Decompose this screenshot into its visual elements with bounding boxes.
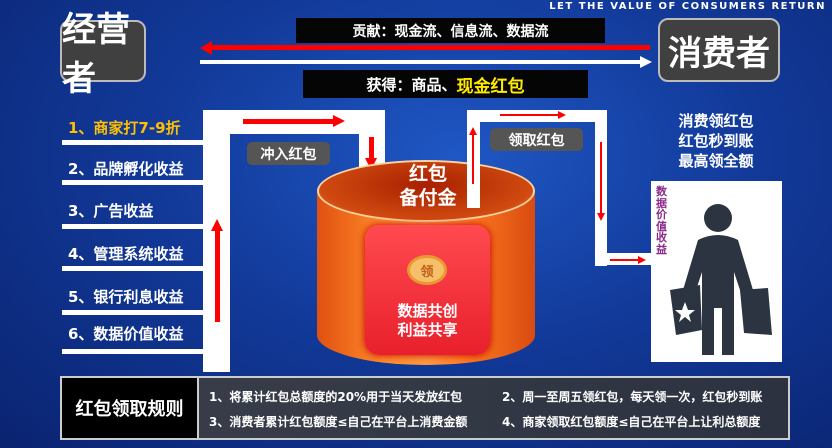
envelope-text-2: 利益共享 (397, 321, 458, 339)
divider (62, 310, 205, 315)
divider (62, 224, 205, 229)
flow-arrow (243, 119, 335, 124)
rule-item: 1、将累计红包总额度的20%用于当天发放红包 (209, 390, 463, 404)
flow-arrow (610, 259, 640, 261)
consumer-benefits: 消费领红包 红包秒到账 最高领全额 (668, 111, 764, 171)
revenue-item: 3、广告收益 (68, 202, 154, 220)
claim-label: 领取红包 (490, 128, 583, 151)
coin-icon: 领 (407, 255, 447, 285)
arrow-down-icon (597, 213, 605, 221)
flow-arrow (500, 114, 560, 116)
arrow-right-icon (638, 256, 646, 264)
revenue-item: 6、数据价值收益 (68, 325, 184, 343)
arrow-right-icon (640, 56, 652, 68)
envelope-text-1: 数据共创 (397, 302, 458, 320)
arrow-right-icon (333, 115, 345, 127)
revenue-item: 4、管理系统收益 (68, 245, 184, 263)
rules-panel: 红包领取规则 1、将累计红包总额度的20%用于当天发放红包 2、周一至周五领红包… (60, 376, 790, 440)
pool-top (317, 160, 535, 222)
rule-item: 4、商家领取红包额度≤自己在平台上让利总额度 (502, 415, 761, 429)
arrow-left-icon (200, 41, 212, 55)
flow-arrow (215, 230, 220, 322)
revenue-item: 2、品牌孵化收益 (68, 160, 184, 178)
obtain-arrow (200, 60, 640, 64)
benefit: 消费领红包 (678, 112, 754, 130)
obtain-prefix: 获得：商品、 (366, 75, 457, 94)
merchant-box: 经营者 (60, 10, 146, 99)
pool-title-1: 红包 (408, 163, 447, 185)
rules-title: 红包领取规则 (62, 378, 199, 438)
arrow-up-icon (211, 219, 223, 231)
obtain-label: 获得：商品、现金红包 (303, 70, 588, 98)
revenue-item: 1、商家打7-9折 (68, 119, 181, 137)
contribute-arrow (210, 45, 650, 50)
shopper-icon (670, 204, 772, 355)
pool-title-2: 备付金 (399, 187, 457, 209)
data-value-label: 数据价值收益 (656, 185, 667, 256)
rule-item: 2、周一至周五领红包，每天领一次，红包秒到账 (502, 390, 763, 404)
divider (62, 180, 205, 185)
flow-arrow (600, 142, 602, 214)
arrow-up-icon (469, 127, 477, 135)
arrow-right-icon (558, 111, 566, 119)
deposit-label: 冲入红包 (247, 142, 330, 165)
flow-arrow (369, 137, 374, 159)
divider (62, 266, 205, 271)
contribute-label: 贡献：现金流、信息流、数据流 (296, 18, 605, 43)
benefit: 最高领全额 (678, 152, 754, 170)
flow-arrow (472, 134, 474, 184)
revenue-item: 5、银行利息收益 (68, 288, 184, 306)
red-envelope (365, 225, 490, 355)
rule-item: 3、消费者累计红包额度≤自己在平台上消费金额 (209, 415, 468, 429)
divider (62, 140, 205, 145)
benefit: 红包秒到账 (678, 132, 754, 150)
tagline: LET THE VALUE OF CONSUMERS RETURN (549, 1, 826, 12)
obtain-highlight: 现金红包 (456, 76, 525, 97)
divider (62, 349, 205, 354)
pipe (467, 110, 607, 122)
consumer-box: 消费者 (658, 18, 780, 82)
